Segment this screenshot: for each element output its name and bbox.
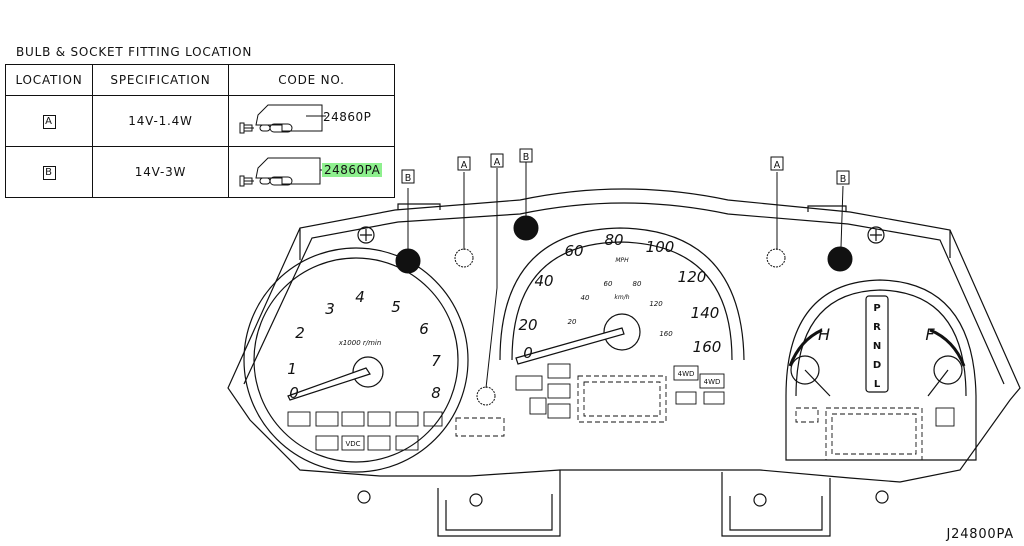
gauge-label: 60 [604, 280, 613, 288]
bulb-socket-drawing: 24860PA [230, 148, 393, 196]
fuel-full-label: F [925, 325, 935, 344]
socket-markers [395, 215, 853, 406]
tach-tick: 3 [325, 300, 335, 318]
gear-letters: P R N D L [873, 303, 881, 390]
gauge-label: 160 [659, 330, 673, 338]
table-row: B 14V-3W 24860PA [5, 146, 395, 198]
temp-hot-label: H [818, 325, 830, 344]
gauge-label: 80 [633, 280, 642, 288]
callout-a: A [494, 157, 501, 168]
code-cell: 24860P [228, 95, 395, 147]
location-box-b: B [42, 166, 56, 180]
callout-b: B [840, 174, 847, 185]
speed-tick: 100 [646, 238, 675, 256]
callout-a: A [461, 160, 468, 171]
header-specification: SPECIFICATION [92, 64, 229, 96]
part-code-24860p[interactable]: 24860P [323, 110, 372, 124]
bulb-spec-table: LOCATION SPECIFICATION CODE NO. A 14V-1.… [5, 64, 395, 198]
tach-tick: 1 [287, 360, 297, 378]
tachometer-tick-labels: 0 1 2 3 4 5 6 7 8 [287, 288, 441, 402]
location-box-a: A [42, 115, 56, 129]
gear-indicator-frame [865, 295, 889, 393]
bulb-socket-icon [239, 104, 326, 134]
speed-tick: 60 [564, 242, 583, 260]
part-code-24860pa[interactable]: 24860PA [322, 163, 383, 177]
cluster-housing [227, 188, 1021, 483]
speed-tick: 20 [518, 316, 537, 334]
diagram-title: BULB & SOCKET FITTING LOCATION [16, 45, 253, 59]
right-gauge-bezel [785, 279, 977, 461]
gauge-label: N [873, 341, 881, 352]
header-location: LOCATION [5, 64, 93, 96]
diagram-code: J24800PA [946, 527, 1014, 542]
gauge-label: 4WD [704, 378, 721, 386]
table-row: A 14V-1.4W 24860P [5, 95, 395, 147]
gauge-label: 20 [568, 318, 577, 326]
speed-tick: 120 [678, 268, 707, 286]
indicator-labels: 4WD 4WD VDC [345, 370, 720, 448]
table-header-row: LOCATION SPECIFICATION CODE NO. [5, 64, 395, 96]
kmh-unit: km/h [614, 294, 629, 301]
tach-tick: 0 [289, 384, 299, 402]
gauge-label: 40 [581, 294, 590, 302]
callout-b: B [523, 152, 530, 163]
speed-tick: 40 [534, 272, 553, 290]
specification-cell: 14V-1.4W [92, 95, 229, 147]
gauge-label: D [873, 360, 881, 371]
gauge-label: 120 [649, 300, 663, 308]
speedometer-needle [515, 327, 625, 365]
leader-lines [407, 162, 844, 389]
tach-tick: 7 [431, 352, 441, 370]
tach-tick: 8 [431, 384, 441, 402]
header-code-no: CODE NO. [228, 64, 395, 96]
tach-unit: x1000 r/min [338, 339, 382, 347]
specification-cell: 14V-3W [92, 146, 229, 198]
tachometer-bezel [243, 247, 469, 473]
gauge-label: P [873, 303, 880, 314]
bulb-socket-icon [239, 157, 324, 187]
speed-tick: 160 [693, 338, 722, 356]
speedometer-tick-labels: 0 20 40 60 80 100 120 140 160 [518, 231, 721, 362]
gauge-label: 4WD [678, 370, 695, 378]
gauge-label: L [874, 379, 881, 390]
callout-b: B [405, 173, 412, 184]
speed-tick: 80 [604, 231, 623, 249]
tachometer-needle [287, 367, 371, 401]
bulb-socket-drawing: 24860P [230, 97, 393, 145]
gauge-label: R [873, 322, 881, 333]
speed-tick: 0 [523, 344, 533, 362]
speedometer-bezel [499, 227, 745, 361]
code-cell: 24860PA [228, 146, 395, 198]
speedometer-inner-labels: 20 40 60 80 120 160 [568, 280, 674, 338]
callout-a: A [774, 160, 781, 171]
tach-tick: 5 [391, 298, 401, 316]
tach-tick: 4 [355, 288, 365, 306]
tach-tick: 6 [419, 320, 429, 338]
tach-tick: 2 [295, 324, 305, 342]
speed-tick: 140 [691, 304, 720, 322]
gauge-label: VDC [345, 440, 360, 448]
mph-unit: MPH [615, 257, 629, 264]
